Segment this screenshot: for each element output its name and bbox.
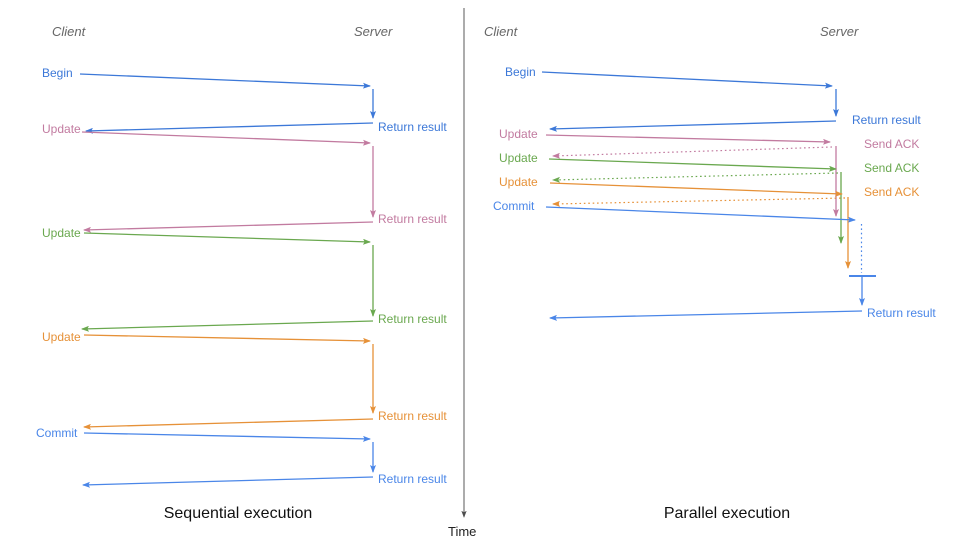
left-exchange-update3: Update Return result bbox=[42, 330, 447, 430]
parallel-caption: Parallel execution bbox=[664, 505, 790, 522]
right-update1-request-line bbox=[545, 134, 831, 145]
right-exchange-update3: Update Send ACK bbox=[499, 175, 919, 269]
right-update3-ack-dotted-line bbox=[552, 197, 846, 207]
sequential-diagram: Client Server Begin Return result Update… bbox=[36, 24, 447, 522]
left-client-header: Client bbox=[52, 24, 87, 39]
left-update2-request-line bbox=[83, 232, 371, 245]
right-begin-request-line bbox=[541, 71, 833, 89]
left-begin-response-line bbox=[85, 122, 374, 134]
right-begin-response-line bbox=[549, 120, 837, 132]
left-begin-label: Begin bbox=[42, 66, 73, 80]
left-update1-label: Update bbox=[42, 122, 81, 136]
left-update3-request-line bbox=[83, 334, 371, 344]
left-server-header: Server bbox=[354, 24, 393, 39]
right-update1-label: Update bbox=[499, 127, 538, 141]
left-commit-request-line bbox=[83, 432, 371, 442]
right-update3-ack-label: Send ACK bbox=[864, 185, 919, 199]
parallel-diagram: Client Server Begin Return result Update… bbox=[484, 24, 936, 522]
right-commit-response-label: Return result bbox=[867, 306, 936, 320]
left-commit-label: Commit bbox=[36, 426, 78, 440]
right-exchange-update2: Update Send ACK bbox=[499, 151, 919, 244]
left-commit-response-label: Return result bbox=[378, 472, 447, 486]
right-commit-request-line bbox=[545, 206, 856, 223]
left-update3-response-label: Return result bbox=[378, 409, 447, 423]
left-update1-request-line bbox=[81, 131, 371, 146]
right-update2-label: Update bbox=[499, 151, 538, 165]
left-exchange-update2: Update Return result bbox=[42, 226, 447, 332]
left-commit-response-line bbox=[82, 476, 374, 488]
sequential-caption: Sequential execution bbox=[164, 505, 313, 522]
right-begin-label: Begin bbox=[505, 65, 536, 79]
right-commit-label: Commit bbox=[493, 199, 535, 213]
left-update3-label: Update bbox=[42, 330, 81, 344]
left-update3-response-line bbox=[83, 418, 374, 430]
left-begin-response-label: Return result bbox=[378, 120, 447, 134]
right-exchange-begin: Begin Return result bbox=[505, 65, 921, 132]
right-server-header: Server bbox=[820, 24, 859, 39]
left-update2-response-label: Return result bbox=[378, 312, 447, 326]
right-commit-response-line bbox=[549, 310, 863, 321]
right-update2-ack-dotted-line bbox=[552, 172, 839, 183]
right-exchange-commit: Commit Return result bbox=[493, 199, 936, 321]
right-exchange-update1: Update Send ACK bbox=[499, 127, 919, 217]
left-update1-response-line bbox=[83, 221, 374, 233]
right-update2-request-line bbox=[548, 158, 837, 172]
right-client-header: Client bbox=[484, 24, 519, 39]
left-begin-request-line bbox=[79, 73, 371, 89]
right-update1-ack-label: Send ACK bbox=[864, 137, 919, 151]
right-update2-ack-label: Send ACK bbox=[864, 161, 919, 175]
left-update2-response-line bbox=[81, 320, 374, 332]
time-axis-label: Time bbox=[448, 524, 476, 539]
left-update2-label: Update bbox=[42, 226, 81, 240]
right-update3-label: Update bbox=[499, 175, 538, 189]
left-update1-response-label: Return result bbox=[378, 212, 447, 226]
left-exchange-begin: Begin Return result bbox=[42, 66, 447, 134]
left-exchange-update1: Update Return result bbox=[42, 122, 447, 233]
left-exchange-commit: Commit Return result bbox=[36, 426, 447, 488]
time-axis: Time bbox=[448, 8, 476, 539]
right-begin-response-label: Return result bbox=[852, 113, 921, 127]
right-update1-ack-dotted-line bbox=[552, 146, 833, 159]
right-update3-request-line bbox=[549, 182, 843, 197]
